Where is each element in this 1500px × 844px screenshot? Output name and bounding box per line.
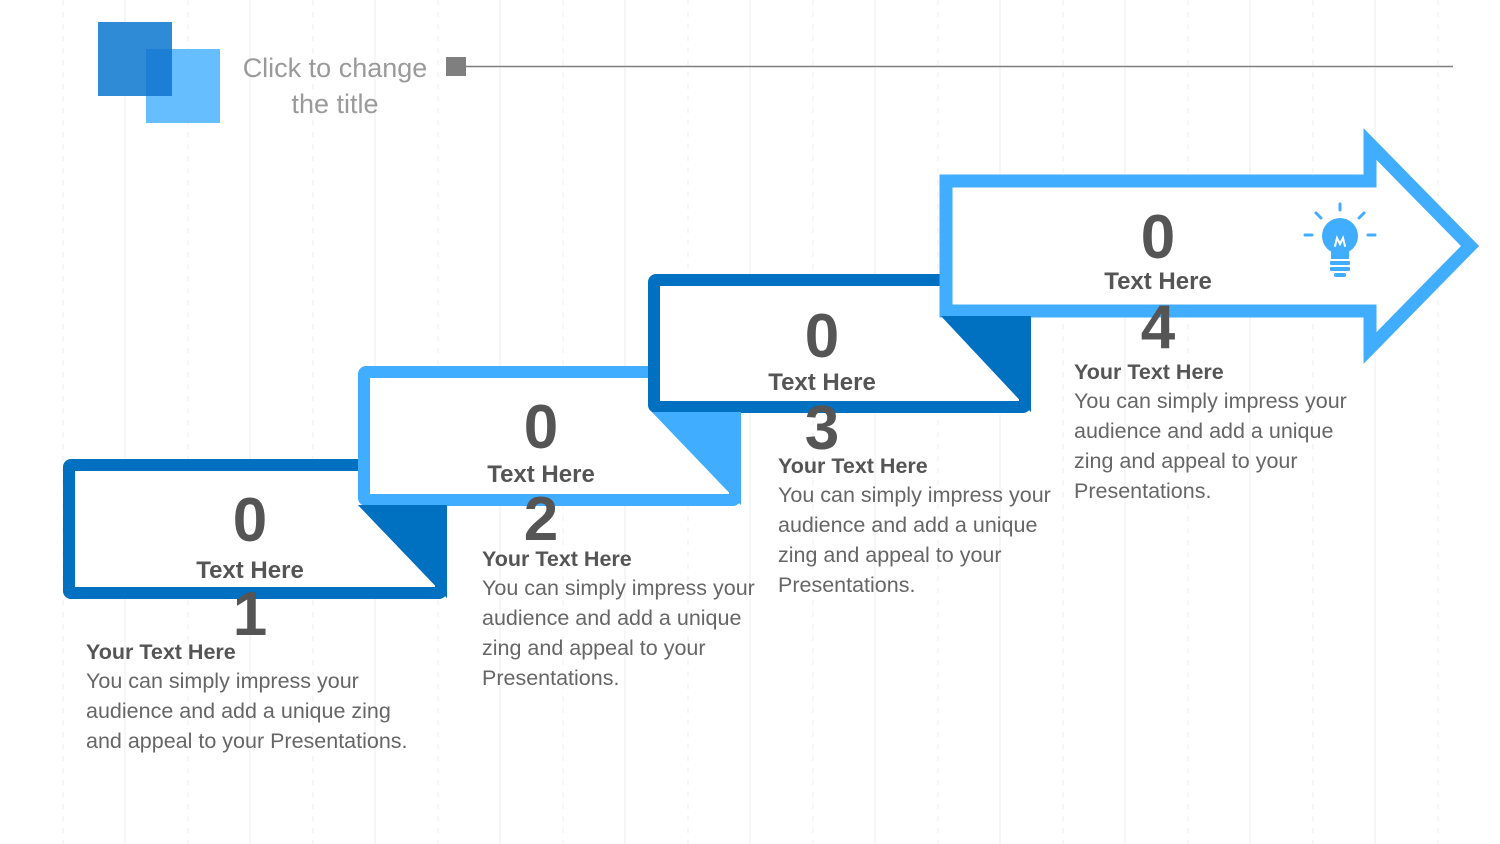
step-2-number: 0 2 bbox=[441, 393, 641, 554]
step-1-label: Text Here bbox=[196, 557, 304, 584]
step-4-label: Text Here bbox=[1104, 268, 1212, 295]
step-2-digit-a: 0 bbox=[523, 393, 559, 462]
step-2-description: Your Text Here You can simply impress yo… bbox=[482, 545, 782, 693]
step-3-digit-a: 0 bbox=[804, 302, 840, 371]
slide-title[interactable]: Click to change the title bbox=[230, 50, 440, 122]
step-3-label: Text Here bbox=[768, 369, 876, 396]
step-4-arrow bbox=[939, 128, 1480, 412]
step-3-heading: Your Text Here bbox=[778, 454, 928, 478]
slide-title-line-1: Click to change bbox=[242, 53, 428, 83]
step-1-description: Your Text Here You can simply impress yo… bbox=[86, 638, 416, 756]
overlapping-squares-logo bbox=[98, 22, 220, 123]
step-3-description: Your Text Here You can simply impress yo… bbox=[778, 452, 1078, 600]
step-4-number: 0 4 bbox=[1058, 203, 1258, 362]
step-1-number: 0 1 bbox=[150, 486, 350, 649]
step-3-number: 0 3 bbox=[722, 302, 922, 463]
step-2-body: You can simply impress your audience and… bbox=[482, 576, 755, 690]
lightbulb-icon bbox=[1303, 202, 1377, 277]
step-4-heading: Your Text Here bbox=[1074, 360, 1224, 384]
step-1-body: You can simply impress your audience and… bbox=[86, 669, 408, 753]
step-2-digit-b: 2 bbox=[523, 485, 559, 554]
step-4-digit-a: 0 bbox=[1140, 203, 1176, 272]
step-4-description: Your Text Here You can simply impress yo… bbox=[1074, 358, 1374, 506]
step-1-heading: Your Text Here bbox=[86, 640, 236, 664]
step-1-digit-a: 0 bbox=[232, 486, 268, 555]
slide-title-line-2: the title bbox=[291, 89, 379, 119]
step-1-digit-b: 1 bbox=[232, 580, 268, 649]
title-rule-marker bbox=[446, 57, 466, 76]
step-3-body: You can simply impress your audience and… bbox=[778, 483, 1051, 597]
step-4-body: You can simply impress your audience and… bbox=[1074, 389, 1347, 503]
step-3-digit-b: 3 bbox=[804, 394, 840, 463]
step-2-label: Text Here bbox=[487, 461, 595, 488]
step-4-digit-b: 4 bbox=[1140, 293, 1176, 362]
step-2-heading: Your Text Here bbox=[482, 547, 632, 571]
